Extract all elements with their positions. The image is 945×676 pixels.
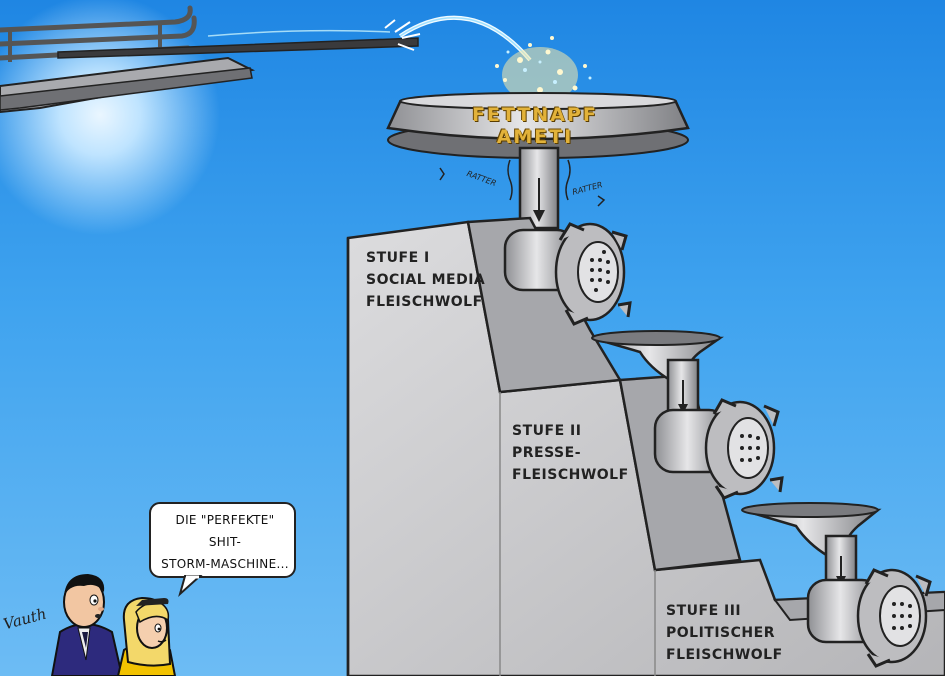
stage-3-line-3: FLEISCHWOLF [666,647,783,663]
speech-bubble-shape [149,502,296,598]
speech-bubble-line-2: STORM-MASCHINE... [161,557,289,571]
diving-platform [0,5,419,114]
stage-1-line-1: STUFE I [366,250,430,266]
meat-grinder-2 [591,330,784,500]
man-figure [50,574,124,676]
stage-2-line-1: STUFE II [512,423,582,439]
fettnapf-bowl [386,92,690,230]
vibration-marks [439,159,606,207]
speech-bubble-text: DIE "PERFEKTE" SHIT- STORM-MASCHINE... [158,509,292,575]
stage-1-line-2: SOCIAL MEDIA [366,272,486,288]
stage-3-line-2: POLITISCHER [666,625,775,641]
stage-2-line-2: PRESSE- [512,445,582,461]
stage-3-label: STUFE III POLITISCHER FLEISCHWOLF [666,600,783,666]
stage-1-line-3: FLEISCHWOLF [366,294,483,310]
stage-3-line-1: STUFE III [666,603,742,619]
woman-figure [116,596,177,676]
machine-title: FETTNAPF AMETI [472,104,598,148]
water-splash [384,15,592,103]
meat-grinder-3 [741,502,932,668]
stage-2-label: STUFE II PRESSE- FLEISCHWOLF [512,420,629,486]
stage-1-label: STUFE I SOCIAL MEDIA FLEISCHWOLF [366,247,485,313]
speech-bubble-line-1: DIE "PERFEKTE" SHIT- [175,513,275,549]
stage-2-line-3: FLEISCHWOLF [512,467,629,483]
meat-grinder-1 [503,222,632,326]
